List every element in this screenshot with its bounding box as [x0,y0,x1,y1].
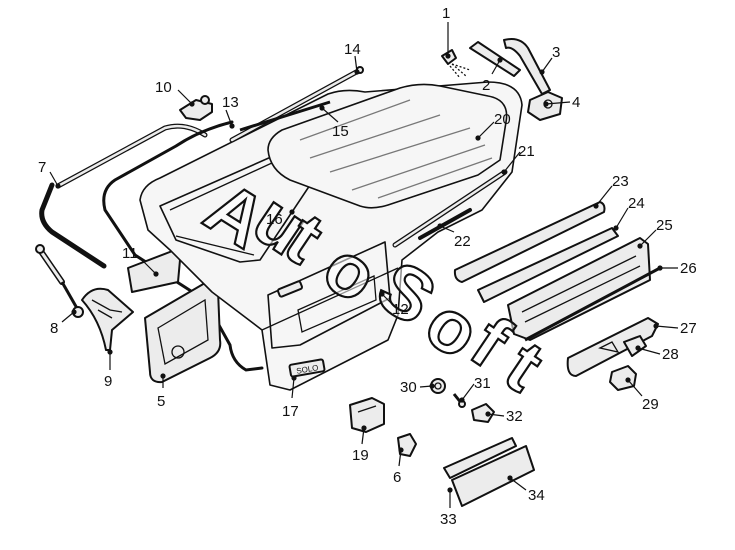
callout-16: 16 [266,211,283,228]
part-19-latch [349,397,385,433]
callout-31: 31 [474,375,491,392]
part-8-gas-strut [35,244,84,318]
part-28-bracket [623,335,647,357]
callout-9: 9 [104,373,112,390]
part-22-rod [418,208,472,240]
part-29-lock-cylinder [609,365,637,391]
part-14-top-strip [229,66,364,143]
callout-25: 25 [656,217,673,234]
callout-26: 26 [680,260,697,277]
callout-32: 32 [506,408,523,425]
callout-numbers: 1 2 3 4 5 6 7 8 9 10 11 12 13 14 15 16 1… [38,5,697,528]
callout-27: 27 [680,320,697,337]
badge-text: SOLO [296,363,319,376]
part-15-thin-strip [239,100,331,132]
callout-leaders [49,22,679,508]
callout-29: 29 [642,396,659,413]
callout-22: 22 [454,233,471,250]
callout-28: 28 [662,346,679,363]
callout-17: 17 [282,403,299,420]
part-33-34-panel [443,437,535,507]
callout-11: 11 [122,245,138,262]
callout-13: 13 [222,94,239,111]
callout-5: 5 [157,393,165,410]
part-23-upper-trim [453,201,606,283]
callout-15: 15 [332,123,349,140]
part-11-trim-strip [127,249,181,293]
part-21-glass-seal [392,169,508,248]
callout-3: 3 [552,44,560,61]
part-25-lower-panel [507,237,651,341]
part-26-thin-rod [524,266,661,342]
part-5-side-panel [144,282,222,384]
callout-20: 20 [494,111,511,128]
callout-30: 30 [400,379,417,396]
part-17-badge: SOLO [288,358,326,378]
callout-1: 1 [442,5,450,22]
callout-23: 23 [612,173,629,190]
part-32-clip [471,403,495,423]
part-13-tailgate-seal [102,120,264,372]
part-10-hinge [179,95,213,121]
callout-19: 19 [352,447,369,464]
callout-8: 8 [50,320,58,337]
callout-33: 33 [440,511,457,528]
part-24-trim-rail [477,227,619,303]
part-9-side-trim [81,287,134,351]
callout-21: 21 [518,143,535,160]
callout-6: 6 [393,469,401,486]
part-20-rear-glass [267,83,508,209]
callout-14: 14 [344,41,361,58]
callout-dots [55,53,663,493]
callout-12: 12 [392,301,409,318]
callout-4: 4 [572,94,580,111]
callout-2: 2 [482,77,490,94]
callout-7: 7 [38,159,46,176]
callout-10: 10 [155,79,172,96]
callout-24: 24 [628,195,645,212]
part-2-wiper-arm [469,41,521,77]
callout-34: 34 [528,487,545,504]
